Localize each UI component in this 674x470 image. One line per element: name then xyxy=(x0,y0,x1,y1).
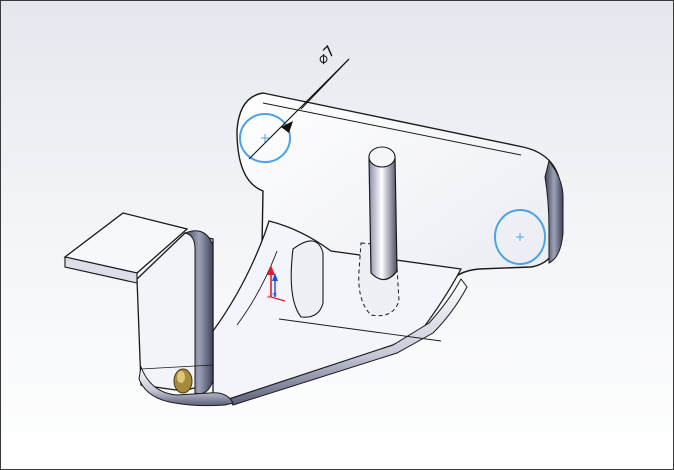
dimension-label: ⌀7 xyxy=(313,42,339,68)
svg-text:*: * xyxy=(272,291,277,302)
vertical-boss[interactable] xyxy=(368,146,398,281)
left-tab[interactable] xyxy=(63,212,189,284)
bottom-fastener[interactable] xyxy=(173,368,193,394)
dimension-arrow-icon xyxy=(281,121,293,133)
hole-right[interactable] xyxy=(494,209,546,265)
hole-center-mark-icon xyxy=(516,233,524,241)
bend-wall[interactable] xyxy=(136,230,234,407)
hole-top-left[interactable] xyxy=(239,113,291,163)
coordinate-triad-icon: * * xyxy=(267,265,286,303)
hole-center-mark-icon xyxy=(261,134,269,142)
lower-curved-sheet[interactable] xyxy=(212,220,468,406)
svg-text:*: * xyxy=(267,294,271,303)
